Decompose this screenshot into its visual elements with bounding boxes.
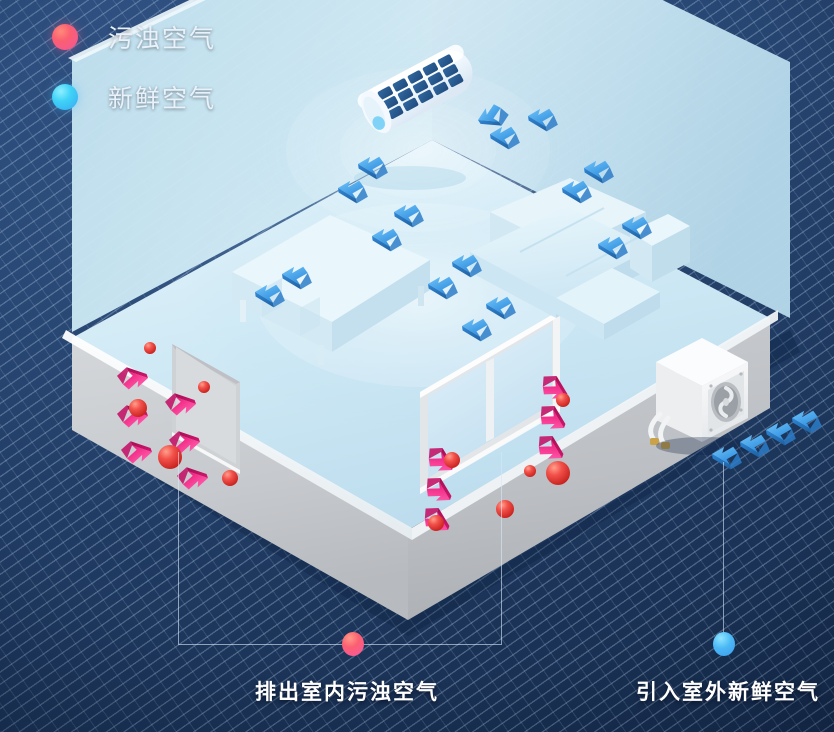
leader-bracket-exhaust: [178, 452, 502, 645]
legend-item-dirty-air: 污浊空气: [52, 16, 216, 58]
caption-intake: 引入室外新鲜空气: [636, 681, 820, 704]
fresh-air-dot-icon: [52, 84, 78, 110]
legend-item-fresh-air: 新鲜空气: [52, 76, 216, 118]
fan-grille-icon: [711, 382, 741, 422]
caption-exhaust: 排出室内污浊空气: [255, 681, 439, 704]
legend: 污浊空气 新鲜空气: [52, 16, 216, 136]
legend-item-label: 新鲜空气: [108, 85, 217, 113]
exhaust-marker-dot-icon: [342, 632, 364, 656]
dirty-air-dot-icon: [52, 24, 78, 50]
legend-item-label: 污浊空气: [108, 25, 217, 53]
intake-marker-dot-icon: [713, 632, 735, 656]
leader-line-intake: [723, 462, 724, 637]
